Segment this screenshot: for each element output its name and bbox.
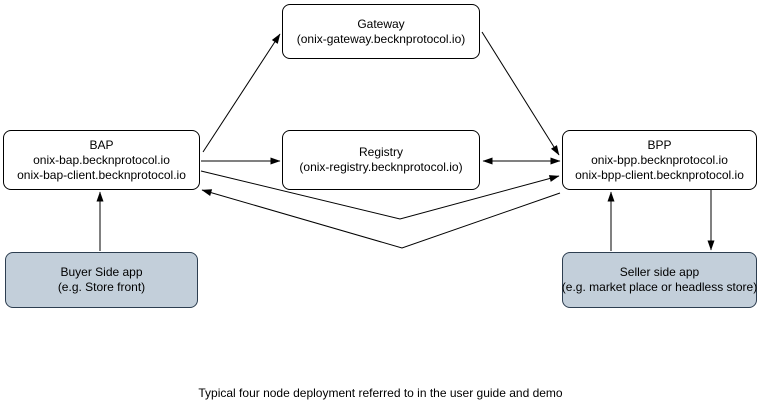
diagram-caption: Typical four node deployment referred to… [198,386,563,400]
bpp-node-url: onix-bpp.becknprotocol.io [591,152,728,167]
bap-node-url: onix-bap.becknprotocol.io [33,152,170,167]
bpp-node-title: BPP [647,137,672,152]
buyer-app-node: Buyer Side app (e.g. Store front) [5,252,198,308]
edge-bap-to-gateway [202,33,281,153]
edge-bpp-to-bap [201,189,561,249]
bpp-node-client-url: onix-bpp-client.becknprotocol.io [575,167,744,182]
bap-node: BAP onix-bap.becknprotocol.io onix-bap-c… [3,130,200,190]
seller-app-node-title: Seller side app [619,265,700,279]
seller-app-node-subtitle: (e.g. market place or headless store) [561,280,758,294]
buyer-app-node-title: Buyer Side app [60,265,143,279]
bap-node-title: BAP [89,137,114,152]
registry-node-url: (onix-registry.becknprotocol.io) [299,160,463,174]
gateway-node-title: Gateway [357,16,405,31]
gateway-node-url: (onix-gateway.becknprotocol.io) [296,31,466,46]
buyer-app-node-subtitle: (e.g. Store front) [57,280,146,294]
edge-gateway-to-bpp [481,31,560,156]
registry-node: Registry (onix-registry.becknprotocol.io… [282,130,480,190]
gateway-node: Gateway (onix-gateway.becknprotocol.io) [282,4,480,59]
seller-app-node: Seller side app (e.g. market place or he… [562,252,757,308]
registry-node-title: Registry [358,145,403,159]
edge-bap-to-bpp [200,170,560,220]
bap-node-client-url: onix-bap-client.becknprotocol.io [17,167,186,182]
bpp-node: BPP onix-bpp.becknprotocol.io onix-bpp-c… [562,130,757,190]
